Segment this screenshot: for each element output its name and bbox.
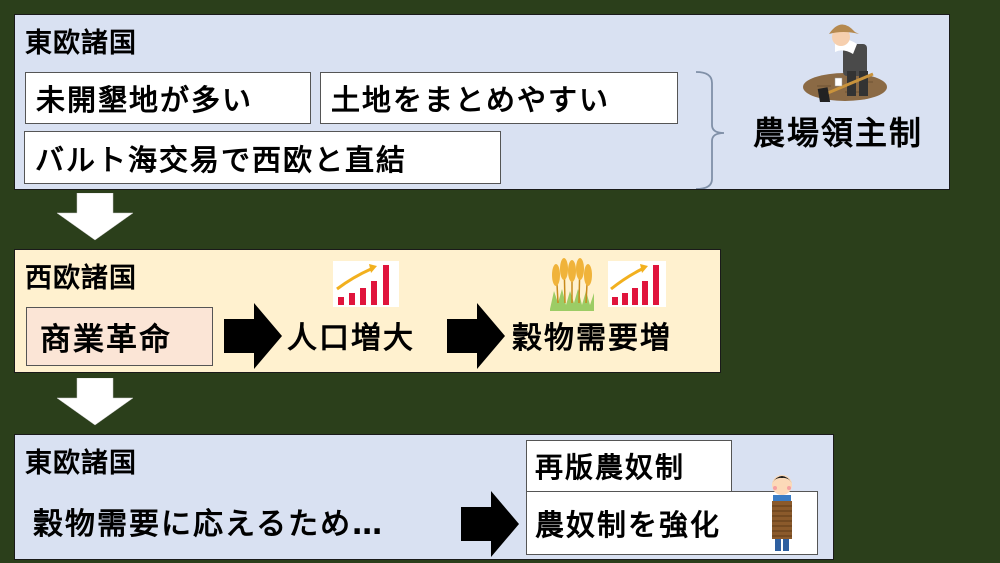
label-second-serfdom: 再版農奴制 xyxy=(526,440,732,492)
panel-title: 西欧諸国 xyxy=(25,263,137,294)
right-brace-icon xyxy=(695,71,725,189)
chain-grain-demand: 穀物需要増 xyxy=(512,321,672,356)
result-manorial-system: 農場領主制 xyxy=(753,114,924,152)
west-europe-panel: 西欧諸国 商業革命 人口増大 穀物需要増 xyxy=(14,249,721,373)
condition-box-unreclaimed-land: 未開墾地が多い xyxy=(25,72,311,124)
right-arrow-icon xyxy=(461,491,519,557)
down-arrow-icon xyxy=(57,378,134,426)
result-strengthen-serfdom: 農奴制を強化 xyxy=(526,491,818,555)
east-europe-panel-top: 東欧諸国 未開墾地が多い 土地をまとめやすい バルト海交易で西欧と直結 農場領主… xyxy=(14,14,950,190)
east-europe-panel-bottom: 東欧諸国 穀物需要に応えるため… 再版農奴制 農奴制を強化 xyxy=(14,434,834,560)
chain-population-growth: 人口増大 xyxy=(287,321,415,356)
bound-serf-icon xyxy=(772,475,792,551)
growth-chart-icon xyxy=(333,261,399,307)
growth-chart-icon xyxy=(608,261,666,307)
right-arrow-icon xyxy=(224,303,282,369)
condition-box-land-consolidation: 土地をまとめやすい xyxy=(320,72,678,124)
panel-title: 東欧諸国 xyxy=(25,448,137,479)
right-arrow-icon xyxy=(447,303,505,369)
panel-title: 東欧諸国 xyxy=(25,28,137,59)
farmer-hoeing-icon xyxy=(803,24,887,102)
down-arrow-icon xyxy=(57,193,134,241)
condition-box-baltic-trade: バルト海交易で西欧と直結 xyxy=(24,131,501,184)
chain-box-commercial-revolution: 商業革命 xyxy=(26,307,213,366)
cause-grain-demand: 穀物需要に応えるため… xyxy=(33,507,385,542)
wheat-icon xyxy=(550,258,594,311)
